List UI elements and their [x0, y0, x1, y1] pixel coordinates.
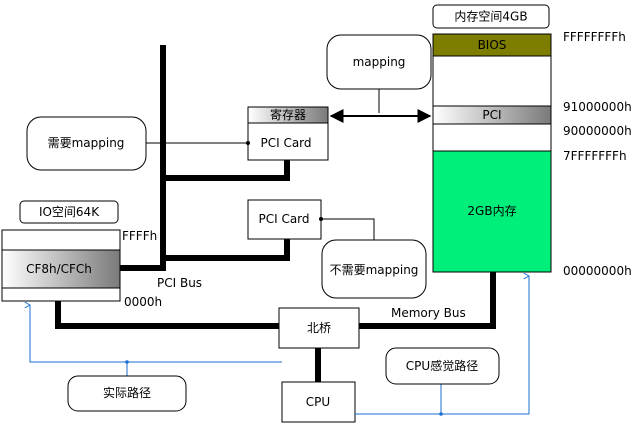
pci-card-1: 寄存器 PCI Card	[247, 106, 329, 161]
cpu-path-callout: CPU感觉路径	[385, 347, 500, 385]
cpu-path-text: CPU感觉路径	[406, 358, 478, 373]
addr-ffffffff: FFFFFFFFh	[563, 30, 626, 44]
addr-91000000: 91000000h	[563, 100, 632, 114]
addr-00000000: 00000000h	[563, 264, 632, 278]
addr-7fffffff: 7FFFFFFFh	[563, 149, 627, 163]
memory-bus-label: Memory Bus	[391, 306, 466, 320]
io-title: IO空间64K	[39, 205, 100, 219]
memory-bus-lines	[55, 269, 496, 385]
actual-path-bubble	[67, 375, 187, 412]
pci-region	[432, 105, 552, 125]
pci-bus-lines	[117, 45, 290, 271]
io-space: IO空间64K CF8h/CFCh FFFFh 0000h	[1, 200, 162, 309]
actual-path-callout: 实际路径	[67, 375, 187, 412]
cpu-box	[281, 381, 356, 423]
northbridge: 北桥	[278, 307, 360, 349]
pci-card-2: PCI Card	[247, 199, 322, 240]
register-label: 寄存器	[270, 107, 306, 122]
pci-bus-label: PCI Bus	[157, 276, 202, 290]
pci-card-2-box	[247, 199, 322, 240]
needs-mapping-text: 需要mapping	[48, 136, 125, 150]
memory-title: 内存空间4GB	[454, 10, 527, 24]
cpu-label: CPU	[306, 395, 330, 409]
addr-90000000: 90000000h	[563, 124, 632, 138]
bios-region	[432, 33, 552, 57]
ram-label: 2GB内存	[467, 204, 516, 218]
cpu-path-bubble	[385, 347, 500, 385]
no-mapping-callout: 不需要mapping	[319, 217, 427, 299]
pci-region-label: PCI	[482, 108, 501, 122]
mapping-callout: mapping	[326, 34, 432, 123]
actual-path-text: 实际路径	[103, 385, 151, 400]
register-header	[247, 106, 329, 124]
io-title-box	[19, 200, 119, 224]
pci-card-1-label: PCI Card	[260, 136, 311, 150]
io-port-label: CF8h/CFCh	[26, 262, 92, 276]
memory-space: 内存空间4GB BIOS PCI 2GB内存 FFFFFFFFh 9100000…	[432, 4, 632, 278]
io-addr-0000: 0000h	[124, 295, 162, 309]
pci-card-2-label: PCI Card	[258, 212, 309, 226]
bios-label: BIOS	[478, 38, 507, 52]
memory-title-box	[432, 4, 550, 29]
needs-mapping-callout: 需要mapping	[26, 116, 250, 171]
mapping-text: mapping	[353, 55, 406, 69]
northbridge-box	[278, 307, 360, 349]
northbridge-label: 北桥	[307, 321, 331, 335]
cpu-path-lines	[355, 276, 529, 416]
cpu: CPU	[281, 381, 356, 423]
actual-path-lines	[30, 305, 282, 376]
no-mapping-bubble	[321, 239, 427, 299]
no-mapping-text: 不需要mapping	[330, 263, 419, 277]
ram-region	[432, 150, 552, 273]
io-addr-ffff: FFFFh	[122, 229, 157, 243]
io-port-region	[1, 249, 121, 289]
